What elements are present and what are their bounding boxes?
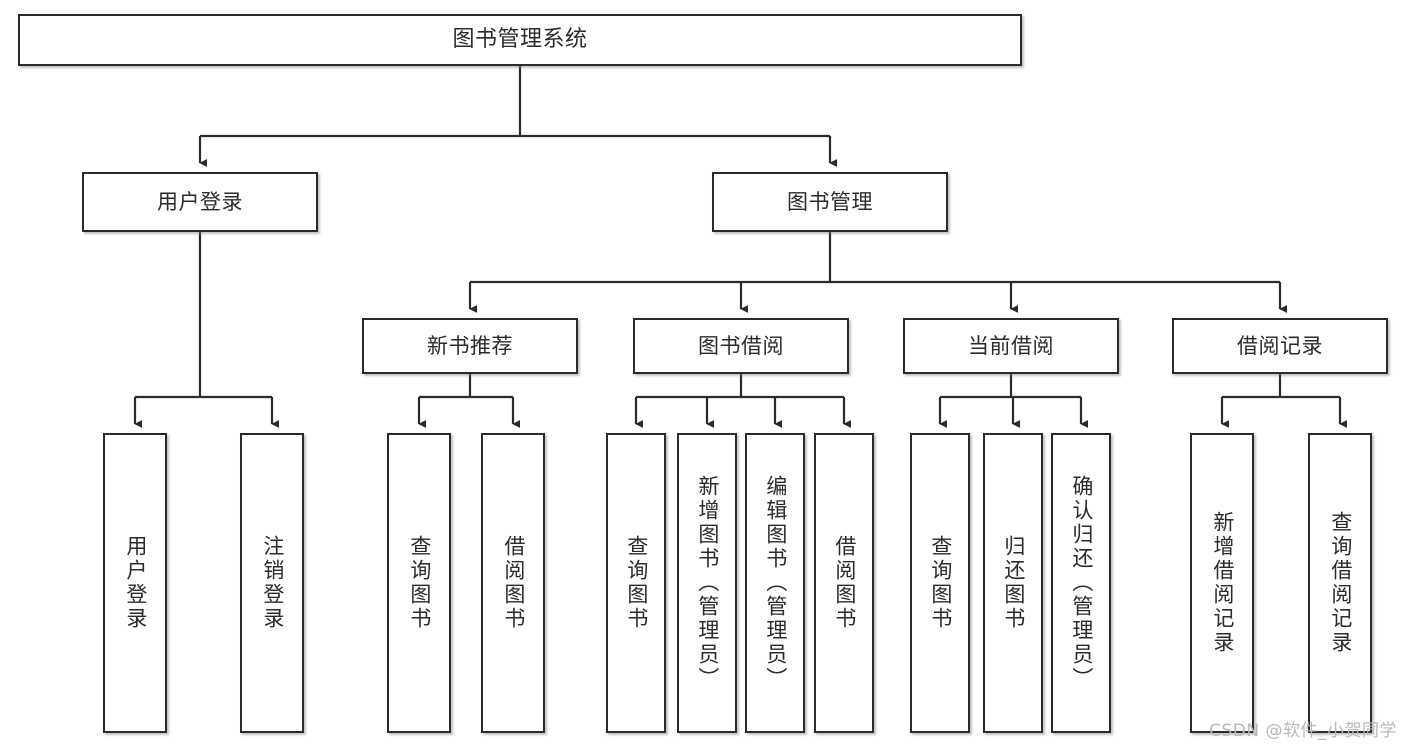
node-label: 借阅记录 <box>1237 333 1323 358</box>
node-l-nb-query[interactable]: 查询图书 <box>387 433 451 733</box>
node-label: 确认归还（管理员） <box>1069 475 1094 691</box>
node-label: 图书管理 <box>787 189 873 214</box>
node-label: 新增借阅记录 <box>1210 511 1235 655</box>
node-l-br-query[interactable]: 查询图书 <box>606 433 666 733</box>
node-l-cu-query[interactable]: 查询图书 <box>910 433 970 733</box>
node-label: 图书借阅 <box>698 333 784 358</box>
node-label: 查询借阅记录 <box>1328 511 1353 655</box>
node-l-br-lend[interactable]: 借阅图书 <box>814 433 874 733</box>
node-l-rc-add[interactable]: 新增借阅记录 <box>1190 433 1254 733</box>
node-l-rc-query[interactable]: 查询借阅记录 <box>1308 433 1372 733</box>
node-l-cu-conf[interactable]: 确认归还（管理员） <box>1051 433 1111 733</box>
node-label: 当前借阅 <box>968 333 1054 358</box>
node-label: 查询图书 <box>407 535 432 631</box>
node-label: 用户登录 <box>123 535 148 631</box>
node-label: 新书推荐 <box>427 333 513 358</box>
node-label: 注销登录 <box>260 535 285 631</box>
node-label: 借阅图书 <box>501 535 526 631</box>
node-login[interactable]: 用户登录 <box>82 172 318 232</box>
node-label: 编辑图书（管理员） <box>763 475 788 691</box>
node-label: 图书管理系统 <box>452 27 588 53</box>
node-borrow[interactable]: 图书借阅 <box>633 318 849 374</box>
node-label: 借阅图书 <box>832 535 857 631</box>
node-l-br-add[interactable]: 新增图书（管理员） <box>677 433 737 733</box>
node-newbook[interactable]: 新书推荐 <box>362 318 578 374</box>
node-l-logout[interactable]: 注销登录 <box>240 433 304 733</box>
node-label: 用户登录 <box>157 189 243 214</box>
node-records[interactable]: 借阅记录 <box>1172 318 1388 374</box>
node-root[interactable]: 图书管理系统 <box>18 14 1022 66</box>
node-label: 归还图书 <box>1001 535 1026 631</box>
node-label: 查询图书 <box>624 535 649 631</box>
node-bookmgmt[interactable]: 图书管理 <box>712 172 948 232</box>
node-current[interactable]: 当前借阅 <box>903 318 1119 374</box>
node-l-nb-borrow[interactable]: 借阅图书 <box>481 433 545 733</box>
node-l-login[interactable]: 用户登录 <box>103 433 167 733</box>
node-l-cu-return[interactable]: 归还图书 <box>983 433 1043 733</box>
node-label: 新增图书（管理员） <box>695 475 720 691</box>
node-l-br-edit[interactable]: 编辑图书（管理员） <box>745 433 805 733</box>
node-label: 查询图书 <box>928 535 953 631</box>
watermark-label: CSDN @软件_小贺同学 <box>1209 721 1397 741</box>
